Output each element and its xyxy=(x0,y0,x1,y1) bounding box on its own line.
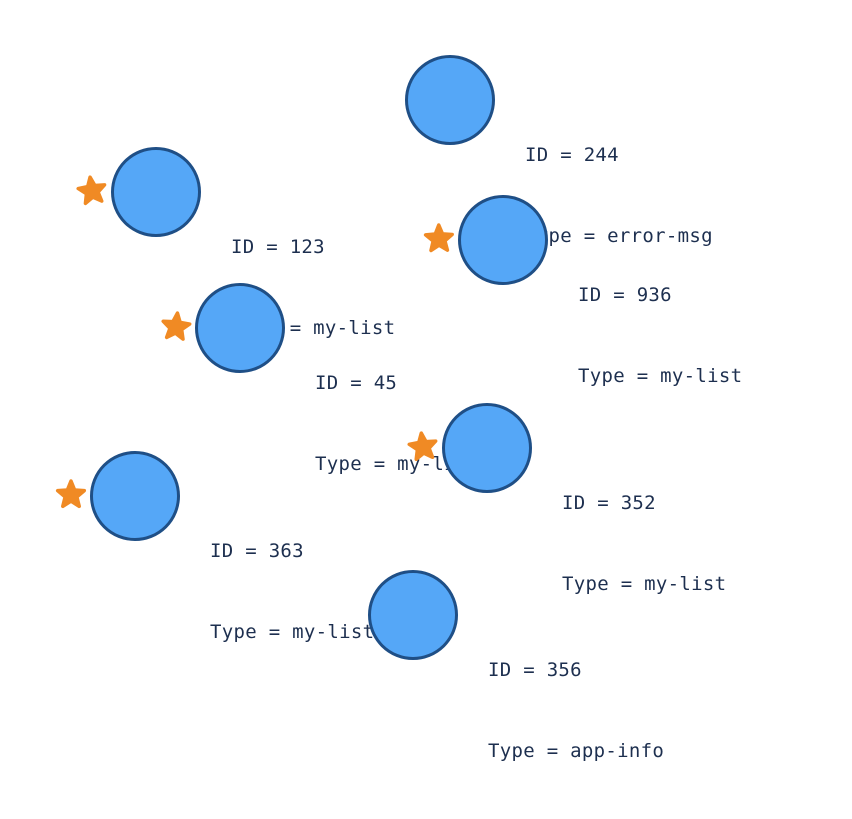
star-icon xyxy=(76,175,107,206)
node-id-text: ID = 936 xyxy=(578,284,672,306)
star-shape xyxy=(423,223,454,253)
star-shape xyxy=(76,175,107,206)
star-icon xyxy=(161,311,192,341)
node-diagram: ID = 244 Type = error-msg ID = 123 Type … xyxy=(55,55,742,762)
node-type-text: Type = app-info xyxy=(488,740,665,762)
node-label: ID = 352 Type = my-list xyxy=(562,436,726,652)
node-circle[interactable] xyxy=(195,283,285,373)
node-circle[interactable] xyxy=(111,147,201,237)
node-id-text: ID = 45 xyxy=(315,372,398,394)
node-circle[interactable] xyxy=(442,403,532,493)
star-shape xyxy=(55,479,87,509)
node-circle[interactable] xyxy=(368,570,458,660)
star-icon xyxy=(55,479,87,509)
node-circle[interactable] xyxy=(405,55,495,145)
node-type-text: Type = my-list xyxy=(562,573,727,595)
star-shape xyxy=(407,431,438,461)
node-type-text: Type = my-list xyxy=(210,621,375,643)
node-id-text: ID = 352 xyxy=(562,492,656,514)
star-icon xyxy=(423,223,454,253)
node-label: ID = 936 Type = my-list xyxy=(578,228,742,444)
star-shape xyxy=(161,311,192,341)
node-id-text: ID = 244 xyxy=(525,144,619,166)
node-id-text: ID = 363 xyxy=(210,540,304,562)
node-type-text: Type = my-list xyxy=(578,365,743,387)
node-id-text: ID = 356 xyxy=(488,659,582,681)
node-circle[interactable] xyxy=(90,451,180,541)
node-circle[interactable] xyxy=(458,195,548,285)
node-label: ID = 356 Type = app-info xyxy=(488,603,664,819)
node-id-text: ID = 123 xyxy=(231,236,325,258)
node-label: ID = 363 Type = my-list xyxy=(210,484,374,700)
star-icon xyxy=(407,431,438,461)
